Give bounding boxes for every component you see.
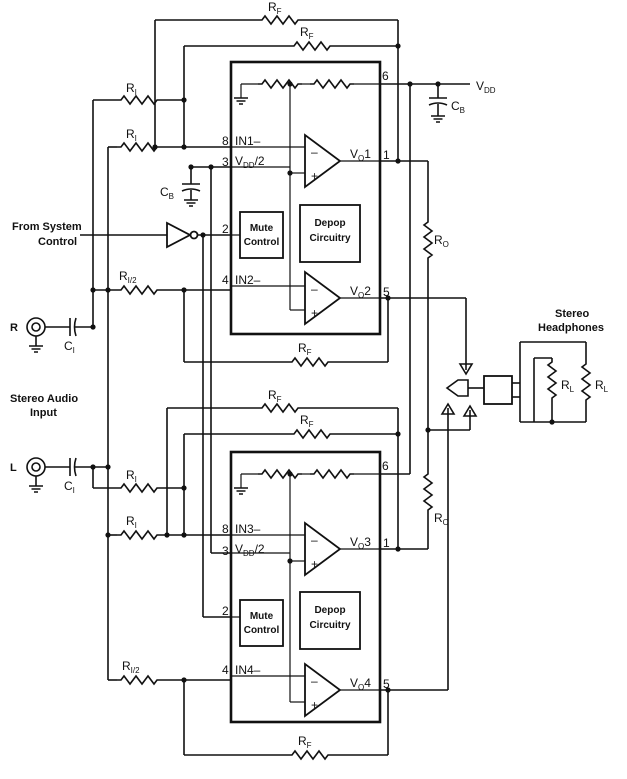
vo3-label: VO3 — [350, 535, 371, 551]
mute-bottom-line1: Mute — [250, 611, 274, 622]
ri2-label-bottom: RI/2 — [122, 659, 140, 675]
depop-top-line2: Circuitry — [309, 233, 351, 244]
pin-4-bottom: 4 — [222, 663, 229, 677]
in2-label: IN2– — [235, 273, 261, 287]
rf-label-6: RF — [298, 734, 312, 750]
ri-label-1: RI — [126, 81, 137, 97]
stereo-audio-line1: Stereo Audio — [10, 393, 78, 405]
cb-vdd-label: CB — [451, 99, 465, 115]
rf-label-1: RF — [268, 0, 282, 16]
mute-top-line2: Control — [244, 237, 280, 248]
vdd-label: VDD — [476, 79, 496, 95]
rl-label-2: RL — [595, 378, 609, 394]
depop-bottom-line2: Circuitry — [309, 620, 351, 631]
mute-top-line1: Mute — [250, 223, 274, 234]
op-amp-4 — [304, 662, 342, 718]
stereo-headphones: Stereo Headphones RL RL — [425, 308, 609, 433]
pin-8-top: 8 — [222, 134, 229, 148]
op-amp-2 — [304, 270, 342, 326]
l-jack-label: L — [10, 462, 17, 474]
pin-1-bottom: 1 — [383, 536, 390, 550]
headphone-plug-body — [483, 375, 513, 405]
in1-label: IN1– — [235, 134, 261, 148]
input-jacks: R CI L CI Stereo Audio Input — [10, 290, 111, 680]
vo2-label: VO2 — [350, 284, 371, 300]
headphones-line2: Headphones — [538, 322, 604, 334]
op-amp-3 — [304, 521, 342, 577]
opamp4-minus: – — [311, 674, 318, 688]
ri-label-3: RI — [126, 468, 137, 484]
from-system-line1: From System — [12, 221, 82, 233]
pin-6-bottom: 6 — [382, 459, 389, 473]
depop-circuitry-bottom — [299, 591, 361, 650]
pin-6-top: 6 — [382, 69, 389, 83]
headphones-line1: Stereo — [555, 308, 590, 320]
rl-label-1: RL — [561, 378, 575, 394]
vo1-label: VO1 — [350, 147, 371, 163]
headphone-jack — [445, 379, 469, 397]
top-channel: – + – + Mute Control Depop Circuitry — [12, 0, 496, 617]
ci-label-r: CI — [64, 339, 75, 355]
rf-label-5: RF — [300, 413, 314, 429]
ri-label-4: RI — [126, 514, 137, 530]
mute-control-bottom — [239, 599, 284, 647]
ic-bottom-body — [229, 450, 382, 724]
opamp1-minus: – — [311, 145, 318, 159]
bottom-channel: – + – + Mute Control Depop Circuitry 6 8… — [93, 81, 456, 760]
depop-bottom-line1: Depop — [314, 605, 345, 616]
opamp2-minus: – — [311, 282, 318, 296]
op-amp-1 — [304, 133, 342, 189]
ri2-label-top: RI/2 — [119, 269, 137, 285]
ri-label-2: RI — [126, 127, 137, 143]
opamp2-plus: + — [311, 306, 318, 320]
opamp1-plus: + — [311, 169, 318, 183]
pin-5-bottom: 5 — [383, 677, 390, 691]
r-jack-label: R — [10, 322, 18, 334]
rf-label-3: RF — [298, 341, 312, 357]
ro-label-top: RO — [434, 233, 449, 249]
inverter — [166, 221, 192, 249]
stereo-audio-line2: Input — [30, 407, 57, 419]
pin-8-bottom: 8 — [222, 522, 229, 536]
pin-3-top: 3 — [222, 155, 229, 169]
cb-vddhalf-label: CB — [160, 185, 174, 201]
pin-5-top: 5 — [383, 285, 390, 299]
in4-label: IN4– — [235, 663, 261, 677]
vdd-half-bottom: VDD/2 — [235, 542, 265, 558]
vdd-half-top: VDD/2 — [235, 154, 265, 170]
vo4-label: VO4 — [350, 676, 371, 692]
in3-label: IN3– — [235, 522, 261, 536]
ci-label-l: CI — [64, 479, 75, 495]
pin-2-top: 2 — [222, 222, 229, 236]
rf-label-4: RF — [268, 388, 282, 404]
l-input-jack — [26, 457, 46, 477]
from-system-line2: Control — [38, 236, 77, 248]
mute-bottom-line2: Control — [244, 625, 280, 636]
pin-4-top: 4 — [222, 273, 229, 287]
depop-circuitry-top — [299, 204, 361, 263]
opamp3-plus: + — [311, 557, 318, 571]
opamp3-minus: – — [311, 533, 318, 547]
opamp4-plus: + — [311, 698, 318, 712]
ro-label-bottom: RO — [434, 511, 449, 527]
pin-3-bottom: 3 — [222, 544, 229, 558]
pin-2-bottom: 2 — [222, 604, 229, 618]
pin-1-top: 1 — [383, 148, 390, 162]
depop-top-line1: Depop — [314, 218, 345, 229]
r-input-jack — [26, 317, 46, 337]
rf-label-2: RF — [300, 25, 314, 41]
ic-top-body — [229, 60, 382, 336]
mute-control-top — [239, 211, 284, 259]
